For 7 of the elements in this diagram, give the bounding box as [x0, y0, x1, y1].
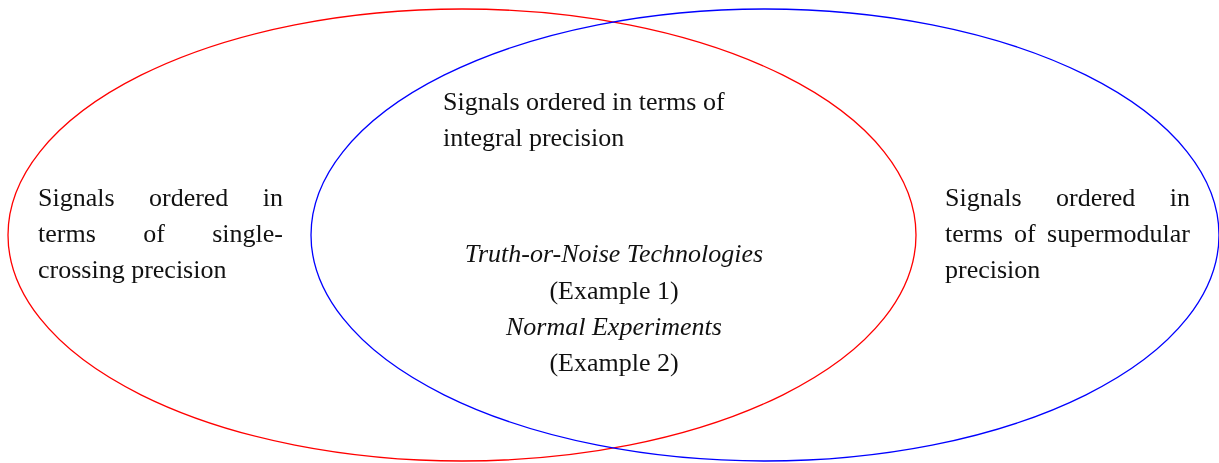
example-name: Normal Experiments — [505, 311, 723, 343]
example-number: (Example 2) — [548, 347, 680, 379]
intersection-label: Signals ordered in terms of integral precision — [443, 86, 726, 154]
set-label: Signals ordered in terms of single-crossing precision — [38, 182, 283, 286]
set-label: Signals ordered in terms of supermodular precision — [945, 182, 1190, 286]
example-name: Truth-or-Noise Technologies — [463, 238, 765, 270]
example-number: (Example 1) — [548, 275, 680, 307]
